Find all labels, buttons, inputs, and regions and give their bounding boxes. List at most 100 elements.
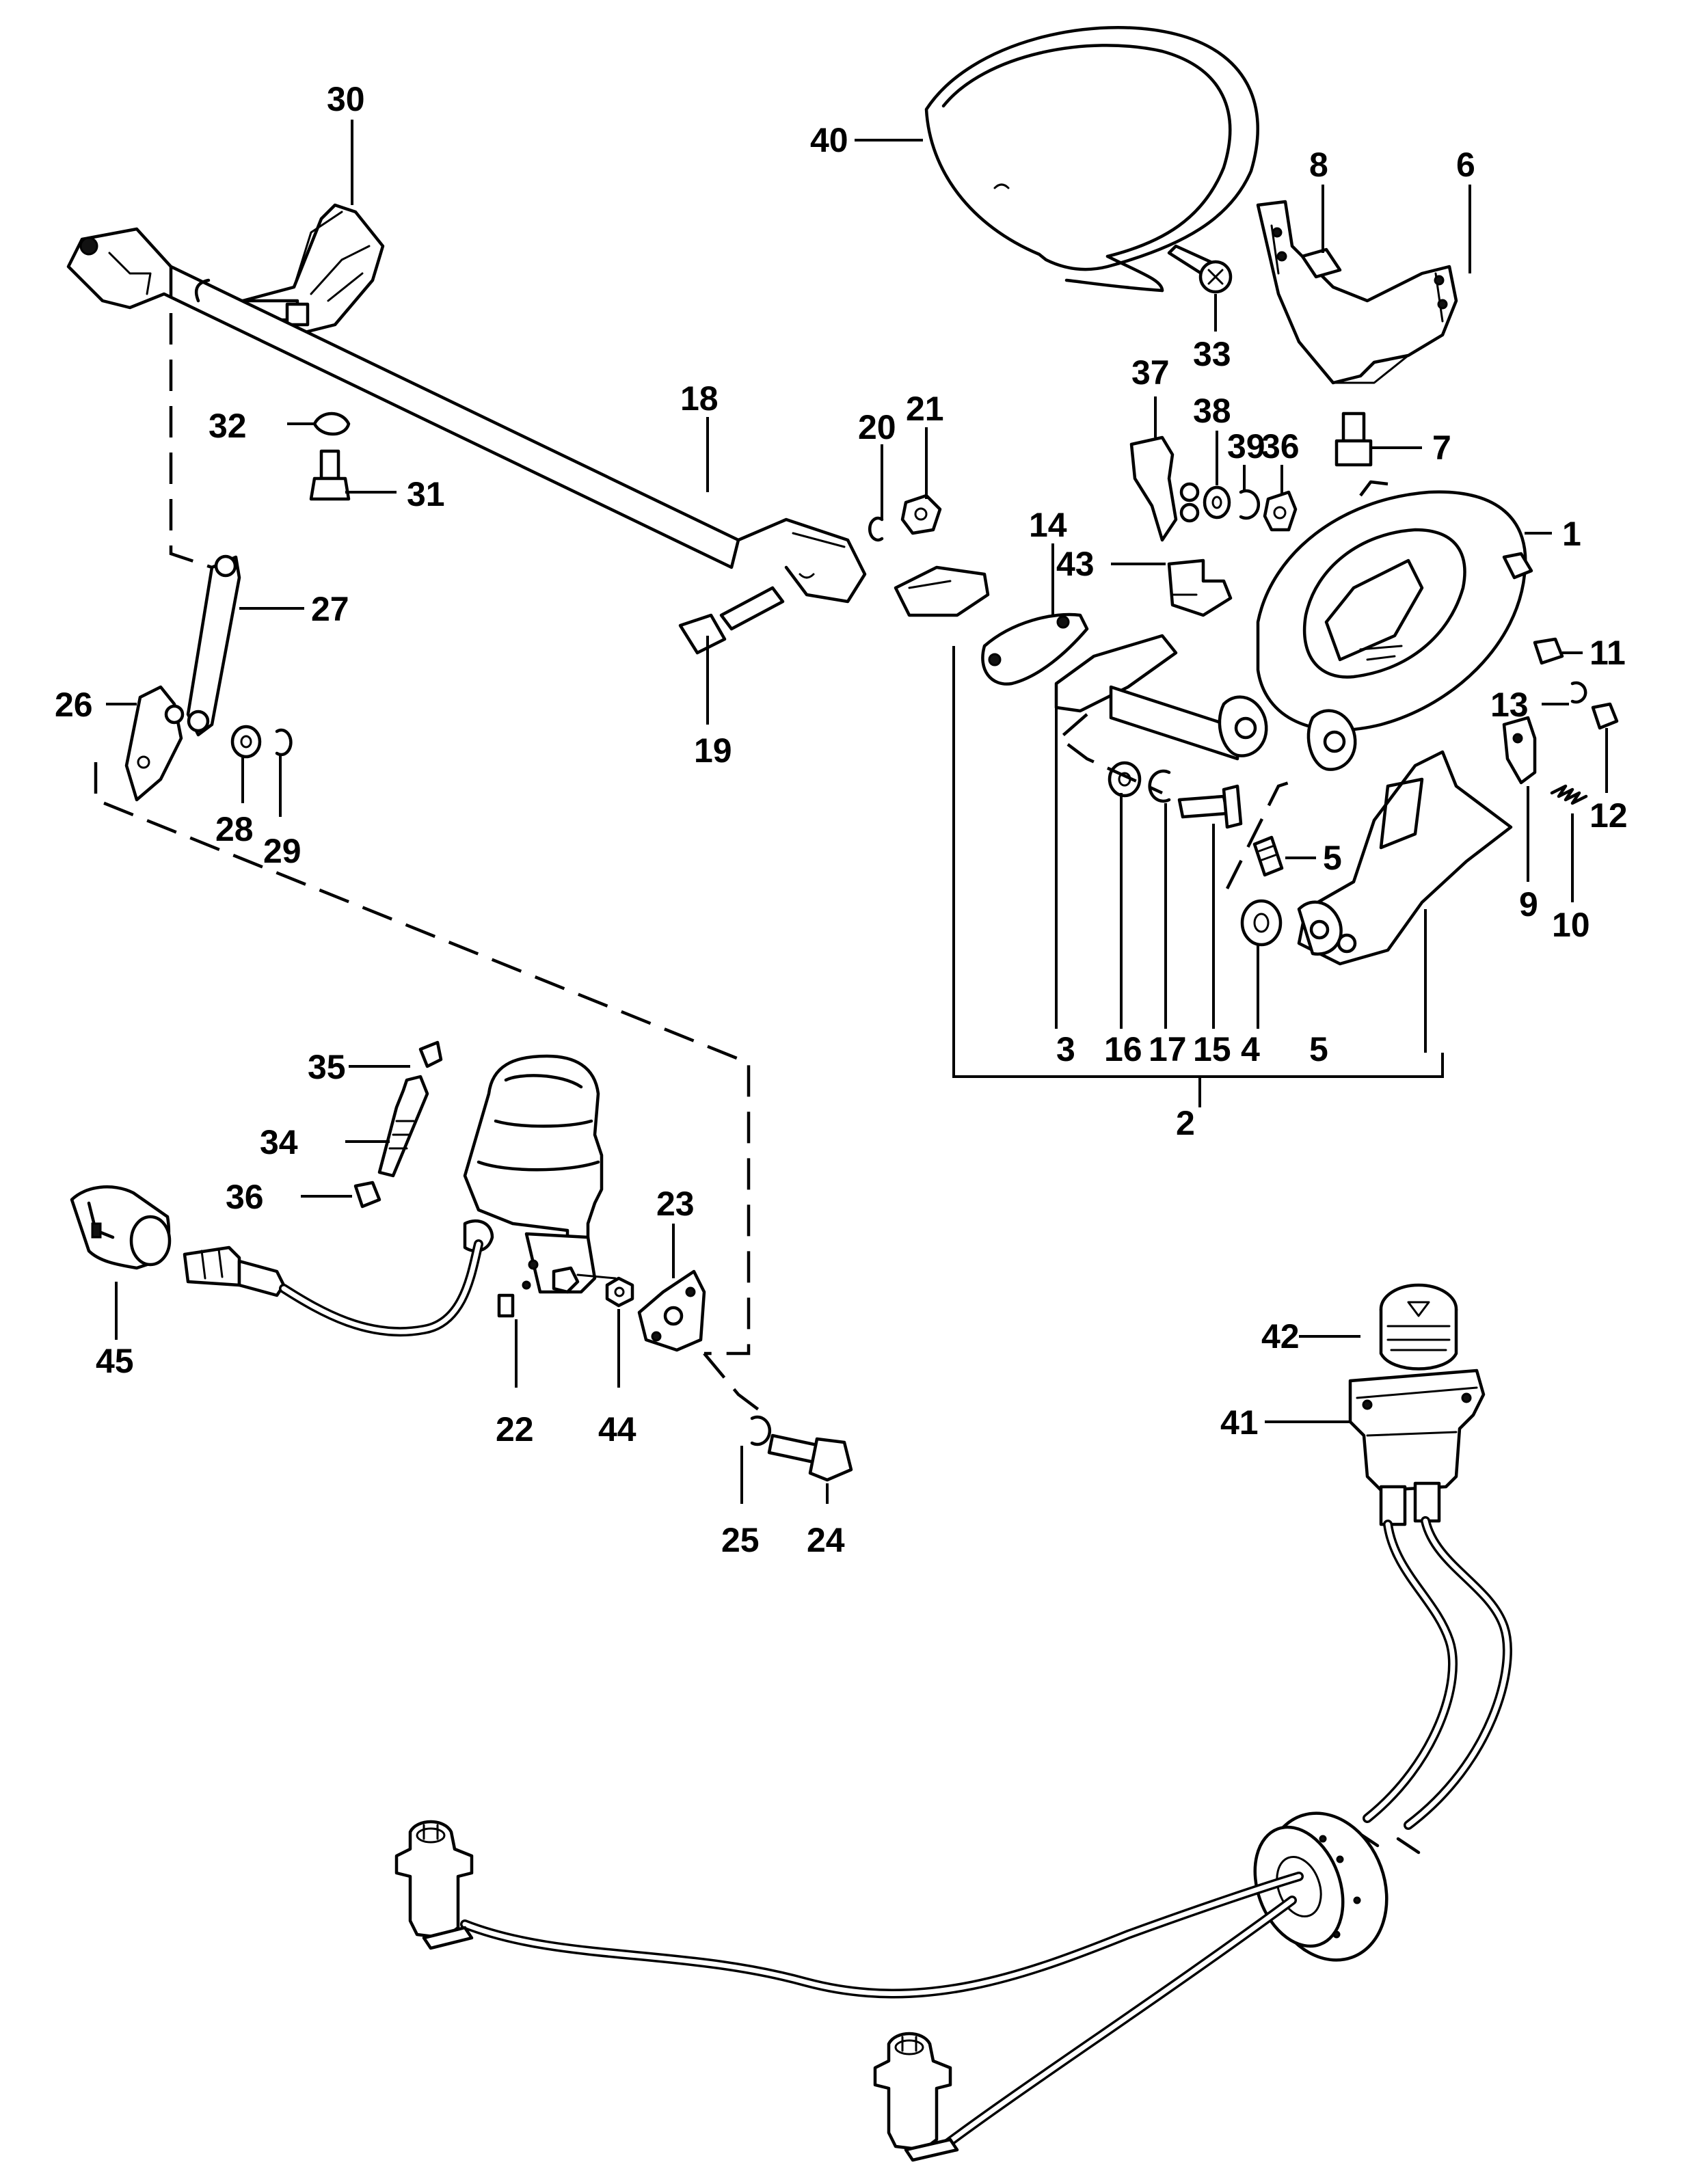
callout-labels: 40 30 8 6 33 7 18 21 20 37 38 39 36 1 43… bbox=[55, 80, 1628, 1559]
callout-7: 7 bbox=[1432, 429, 1451, 467]
callout-1: 1 bbox=[1562, 515, 1581, 553]
part-27-link-rod bbox=[186, 554, 241, 737]
callout-37: 37 bbox=[1131, 353, 1170, 392]
callout-10: 10 bbox=[1552, 906, 1590, 944]
callout-26: 26 bbox=[55, 686, 93, 724]
part-18-actuating-rod bbox=[66, 227, 867, 604]
part-35-cap bbox=[418, 1040, 443, 1068]
callout-11: 11 bbox=[1590, 634, 1626, 672]
callout-18: 18 bbox=[680, 379, 719, 418]
callout-38: 38 bbox=[1193, 392, 1231, 430]
part-5-lever bbox=[1297, 750, 1513, 966]
part-42-knob bbox=[1379, 1283, 1458, 1371]
part-36-nut-top bbox=[1263, 490, 1298, 532]
callout-25: 25 bbox=[721, 1521, 760, 1559]
assembly-dash-lines bbox=[94, 267, 1300, 1416]
callout-23: 23 bbox=[656, 1185, 695, 1223]
part-8-clip-nut bbox=[1300, 247, 1342, 279]
part-32-washer bbox=[312, 412, 351, 436]
callout-35: 35 bbox=[308, 1048, 346, 1086]
callout-5-lever: 5 bbox=[1309, 1030, 1328, 1068]
callout-21: 21 bbox=[906, 390, 944, 428]
leader-lines bbox=[106, 120, 1608, 1504]
part-5-spring-pin bbox=[1252, 835, 1284, 877]
part-44-nut bbox=[605, 1276, 634, 1308]
part-43-bracket-clip bbox=[1167, 558, 1233, 617]
part-38-washer bbox=[1203, 485, 1231, 520]
part-22-leveling-motor bbox=[463, 1054, 617, 1318]
part-26-lever-arm bbox=[124, 685, 185, 802]
callout-15: 15 bbox=[1193, 1030, 1231, 1068]
callout-9: 9 bbox=[1519, 885, 1538, 924]
part-31-bolt bbox=[309, 449, 351, 501]
part-39-spring-washer bbox=[1239, 489, 1261, 520]
part-21-nut bbox=[900, 494, 942, 535]
callout-24: 24 bbox=[807, 1521, 845, 1559]
part-45-connector bbox=[70, 1185, 172, 1270]
callout-19: 19 bbox=[694, 731, 732, 770]
part-3-shaft bbox=[894, 565, 1357, 771]
switch-cable-harness bbox=[1355, 1516, 1512, 1855]
part-29-spring-washer bbox=[275, 728, 293, 757]
part-24-bolt bbox=[767, 1433, 853, 1482]
part-11-insert bbox=[1533, 637, 1564, 665]
part-41-switch-body bbox=[1348, 1369, 1486, 1526]
callout-13: 13 bbox=[1490, 686, 1529, 724]
callout-29: 29 bbox=[263, 832, 301, 870]
callout-27: 27 bbox=[311, 590, 349, 628]
callout-36-top: 36 bbox=[1261, 427, 1300, 466]
callout-42: 42 bbox=[1261, 1317, 1300, 1356]
callout-3: 3 bbox=[1056, 1030, 1075, 1068]
callout-30: 30 bbox=[327, 80, 365, 118]
callout-28: 28 bbox=[215, 810, 254, 848]
callout-22: 22 bbox=[496, 1410, 534, 1448]
assembly-bracket-2 bbox=[952, 1053, 1444, 1107]
part-10-spring bbox=[1550, 784, 1588, 805]
part-19-bolt bbox=[678, 586, 785, 655]
callout-44: 44 bbox=[598, 1410, 636, 1448]
callout-2: 2 bbox=[1176, 1104, 1195, 1142]
part-13-clip bbox=[1570, 681, 1587, 704]
part-36-nut-lower bbox=[353, 1181, 381, 1209]
callout-6: 6 bbox=[1456, 146, 1475, 184]
part-33-screw bbox=[1167, 244, 1233, 294]
callout-39: 39 bbox=[1227, 427, 1265, 466]
lamp-socket-cables bbox=[460, 1872, 1304, 2151]
part-25-spring-washer bbox=[750, 1415, 772, 1446]
part-9-switch bbox=[1502, 716, 1537, 785]
part-12-nut bbox=[1591, 702, 1619, 730]
part-28-washer bbox=[230, 725, 262, 759]
callout-16: 16 bbox=[1104, 1030, 1142, 1068]
callout-12: 12 bbox=[1590, 796, 1628, 835]
lamp-socket-left bbox=[394, 1820, 474, 1950]
callout-33: 33 bbox=[1193, 335, 1231, 373]
part-17-spring-washer bbox=[1148, 769, 1171, 803]
lamp-socket-bottom bbox=[873, 2032, 959, 2162]
part-20-spring-washer bbox=[868, 516, 884, 542]
motor-lead-cable bbox=[183, 1239, 483, 1337]
callout-4: 4 bbox=[1241, 1030, 1260, 1068]
callout-14: 14 bbox=[1029, 506, 1067, 544]
callout-41: 41 bbox=[1220, 1403, 1259, 1442]
part-7-screw bbox=[1334, 412, 1373, 467]
part-40-cover-shell bbox=[924, 26, 1259, 293]
callout-32: 32 bbox=[209, 407, 247, 445]
part-34-adjust-screw bbox=[377, 1075, 429, 1178]
part-1-housing bbox=[1256, 480, 1533, 732]
callout-43: 43 bbox=[1056, 545, 1095, 583]
part-15-bolt bbox=[1177, 784, 1243, 829]
callout-40: 40 bbox=[810, 121, 848, 159]
part-14-segment bbox=[981, 612, 1089, 686]
callout-45: 45 bbox=[96, 1342, 134, 1380]
callout-8: 8 bbox=[1309, 146, 1328, 184]
callout-36-lower: 36 bbox=[226, 1178, 264, 1216]
callout-34: 34 bbox=[260, 1123, 298, 1161]
callout-20: 20 bbox=[858, 408, 896, 446]
part-4-washer bbox=[1240, 899, 1283, 947]
part-6-bracket bbox=[1256, 200, 1458, 385]
part-37-switch bbox=[1129, 435, 1200, 542]
part-23-mounting-plate bbox=[637, 1269, 706, 1352]
callout-5-pin: 5 bbox=[1323, 839, 1342, 877]
